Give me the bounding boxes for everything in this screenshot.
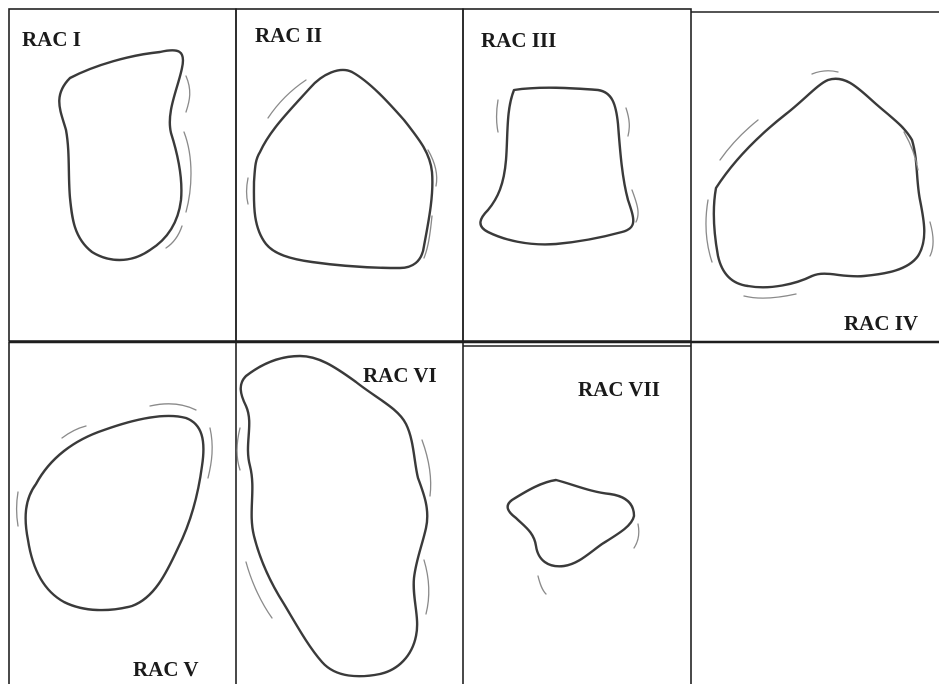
outline-rac-6 <box>241 356 428 676</box>
outline-rac-2 <box>254 70 432 268</box>
outline-rac-7 <box>508 480 634 566</box>
panel-rac-7: RAC VII <box>508 377 660 594</box>
panel-label-rac-2: RAC II <box>255 23 322 47</box>
frame-rac-2 <box>236 9 463 341</box>
echo-rac-6-b <box>246 562 272 618</box>
panel-label-rac-3: RAC III <box>481 28 556 52</box>
echo-rac-7-b <box>538 576 546 594</box>
echo-rac-1-c <box>166 226 182 248</box>
panel-rac-3: RAC III <box>480 28 638 244</box>
panel-frames <box>9 9 939 684</box>
panel-label-rac-4: RAC IV <box>844 311 918 335</box>
panel-rac-4: RAC IV <box>706 71 933 335</box>
panel-label-rac-6: RAC VI <box>363 363 437 387</box>
echo-rac-5-c <box>208 428 212 478</box>
panel-rac-5: RAC V <box>17 404 213 681</box>
panel-rac-1: RAC I <box>22 27 191 260</box>
echo-rac-4-e <box>930 222 933 256</box>
panel-label-rac-1: RAC I <box>22 27 81 51</box>
echo-rac-4-a <box>720 120 758 160</box>
echo-rac-3-a <box>497 100 499 132</box>
panel-rac-6: RAC VI <box>237 356 437 676</box>
echo-rac-5-b <box>150 404 196 410</box>
echo-rac-7-a <box>634 524 639 548</box>
panel-label-rac-7: RAC VII <box>578 377 660 401</box>
outline-rac-3 <box>480 88 633 245</box>
outline-rac-1 <box>59 50 183 260</box>
outline-rac-4 <box>714 79 924 288</box>
echo-rac-6-d <box>424 560 429 614</box>
echo-rac-4-f <box>744 294 796 298</box>
echo-rac-5-d <box>17 492 19 526</box>
echo-rac-3-b <box>626 108 629 136</box>
frame-rac-3 <box>463 9 691 341</box>
echo-rac-6-a <box>237 428 240 470</box>
outline-rac-5 <box>26 416 204 610</box>
panel-label-rac-5: RAC V <box>133 657 199 681</box>
echo-rac-4-c <box>812 71 838 74</box>
echo-rac-6-c <box>422 440 431 496</box>
panel-rac-2: RAC II <box>247 23 437 268</box>
echo-rac-4-b <box>706 200 712 262</box>
echo-rac-2-b <box>247 178 249 204</box>
echo-rac-1-b <box>184 132 191 212</box>
echo-rac-1-a <box>186 76 190 112</box>
echo-rac-5-a <box>62 426 86 438</box>
